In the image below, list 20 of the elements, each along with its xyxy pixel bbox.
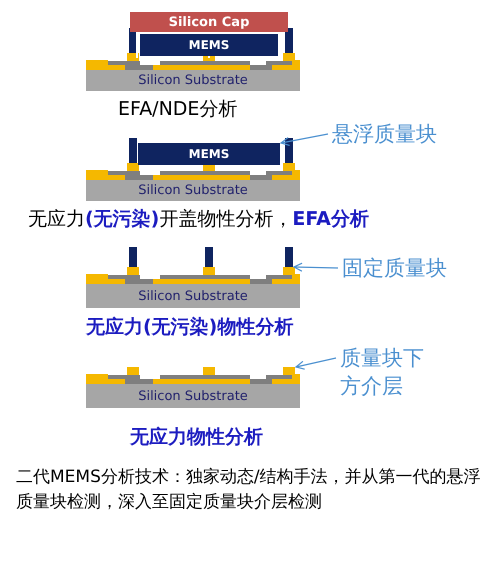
caption-text: EFA/NDE分析 bbox=[118, 97, 238, 122]
leader-line bbox=[280, 133, 328, 146]
callout-text: 悬浮质量块 bbox=[332, 120, 462, 148]
caption-text: 无应力(无污染)物性分析 bbox=[86, 315, 294, 340]
silicon-substrate: Silicon Substrate bbox=[86, 284, 300, 308]
silicon-substrate: Silicon Substrate bbox=[86, 384, 300, 408]
leader-line bbox=[295, 357, 336, 370]
caption-text: 二代MEMS分析技术：独家动态/结构手法，并从第一代的悬浮质量块检测，深入至固定质量块介层检测 bbox=[16, 466, 482, 514]
silicon-substrate: Silicon Substrate bbox=[86, 70, 300, 91]
callout-text: 固定质量块 bbox=[342, 254, 462, 282]
callout-text: 质量块下方介层 bbox=[340, 344, 430, 400]
leader-line bbox=[293, 262, 338, 272]
silicon-cap-layer: Silicon Cap bbox=[130, 12, 288, 32]
dielectric-pad bbox=[283, 367, 295, 375]
fixed-mass-post bbox=[285, 247, 293, 267]
silicon-substrate: Silicon Substrate bbox=[86, 180, 300, 201]
caption-text: 无应力物性分析 bbox=[130, 425, 263, 450]
caption-text: 无应力(无污染)开盖物性分析，EFA分析 bbox=[28, 207, 369, 232]
mems-block: MEMS bbox=[140, 34, 278, 56]
mems-block: MEMS bbox=[138, 143, 280, 165]
